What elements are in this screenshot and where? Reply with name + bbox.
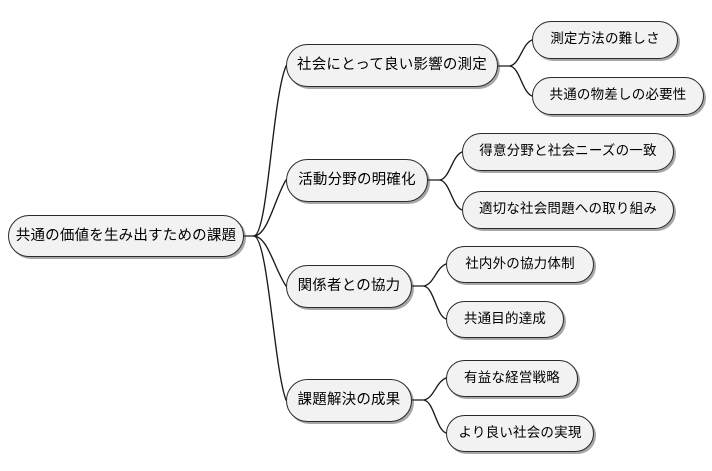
mindmap-leaf-label-2-2: 適切な社会問題への取り組み (478, 201, 658, 218)
connector-branch-1-to-leaf-2 (509, 65, 533, 97)
connector-branch-3-to-leaf-1 (423, 263, 447, 287)
mindmap-branch-label-1: 社会にとって良い影響の測定 (297, 57, 487, 74)
connector-root-to-branch-2 (253, 179, 287, 237)
mindmap-leaf-label-3-1: 社内外の協力体制 (465, 255, 575, 272)
mindmap-leaf-label-4-1: 有益な経営戦略 (464, 369, 560, 386)
mindmap-leaf-node-1-1[interactable]: 測定方法の難しさ (532, 21, 678, 59)
mindmap-leaf-label-1-2: 共通の物差しの必要性 (549, 87, 687, 104)
mindmap-branch-label-2: 活動分野の明確化 (298, 172, 416, 189)
connector-branch-2-to-leaf-2 (439, 179, 463, 211)
mindmap-leaf-node-2-1[interactable]: 得意分野と社会ニーズの一致 (462, 133, 674, 171)
mindmap-leaf-node-4-1[interactable]: 有益な経営戦略 (446, 360, 578, 397)
connector-branch-2-to-leaf-1 (439, 151, 463, 181)
mindmap-leaf-node-3-2[interactable]: 共通目的達成 (446, 301, 564, 338)
connector-branch-1-to-leaf-1 (509, 39, 533, 67)
connector-branch-4-to-leaf-2 (423, 399, 447, 434)
mindmap-leaf-label-2-1: 得意分野と社会ニーズの一致 (479, 143, 657, 160)
connector-branch-4-to-leaf-1 (423, 377, 447, 401)
mindmap-branch-node-1[interactable]: 社会にとって良い影響の測定 (286, 44, 498, 87)
mindmap-branch-node-4[interactable]: 課題解決の成果 (286, 379, 412, 422)
mindmap-leaf-label-4-2: より良い社会の実現 (458, 424, 582, 441)
mindmap-branch-label-3: 関係者との協力 (297, 278, 401, 295)
mindmap-branch-label-4: 課題解決の成果 (297, 392, 401, 409)
mindmap-leaf-node-2-2[interactable]: 適切な社会問題への取り組み (462, 191, 674, 229)
mindmap-branch-node-2[interactable]: 活動分野の明確化 (286, 159, 428, 202)
mindmap-leaf-label-3-2: 共通目的達成 (463, 310, 547, 327)
mindmap-leaf-node-3-1[interactable]: 社内外の協力体制 (446, 246, 594, 283)
mindmap-root-label: 共通の価値を生み出すための課題 (15, 227, 237, 244)
connector-root-to-branch-1 (253, 65, 287, 237)
mindmap-leaf-label-1-1: 測定方法の難しさ (550, 31, 660, 48)
connector-branch-3-to-leaf-2 (423, 285, 447, 320)
mindmap-root-node[interactable]: 共通の価値を生み出すための課題 (8, 215, 244, 257)
mindmap-branch-node-3[interactable]: 関係者との協力 (286, 265, 412, 308)
connector-root-to-branch-4 (253, 235, 287, 401)
connector-root-to-branch-3 (253, 235, 287, 287)
mindmap-leaf-node-4-2[interactable]: より良い社会の実現 (446, 415, 594, 452)
mindmap-leaf-node-1-2[interactable]: 共通の物差しの必要性 (532, 77, 704, 115)
